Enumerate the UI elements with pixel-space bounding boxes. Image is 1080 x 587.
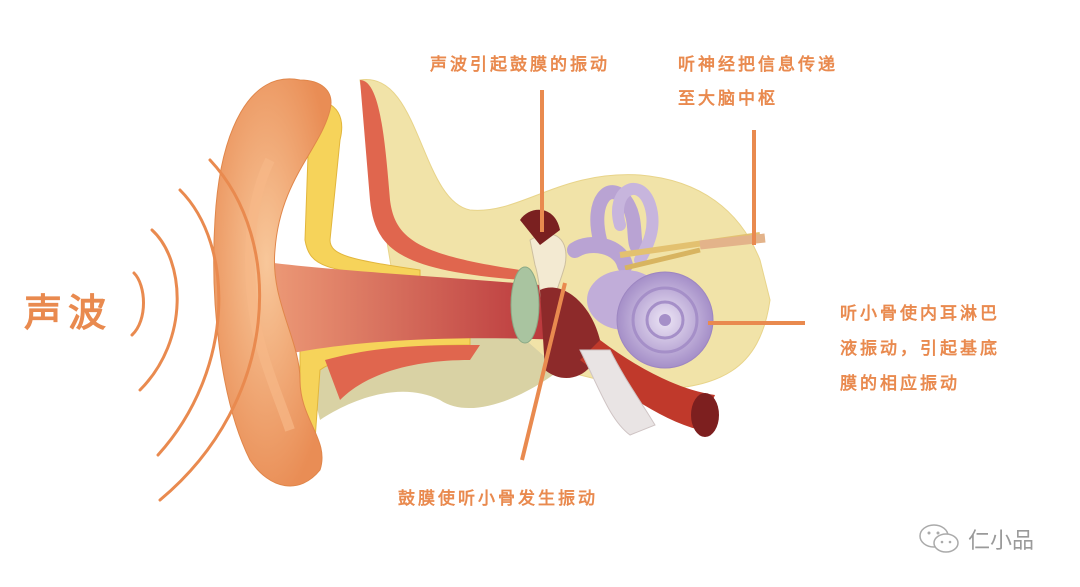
sound-wave-title: 声波 [24,291,113,335]
label-ossicles-line2: 液振动，引起基底 [840,339,1000,359]
watermark: 仁小品 [918,522,1034,556]
wechat-icon [919,524,959,553]
leader-lines [520,90,805,461]
label-ossicles-line1: 听小骨使内耳淋巴 [840,304,1000,324]
sound-waves-icon [130,158,262,502]
label-nerve-line2: 至大脑中枢 [678,89,778,109]
watermark-text: 仁小品 [968,529,1035,554]
label-eardrum-ossicles: 鼓膜使听小骨发生振动 [398,489,598,509]
label-eardrum-vibration: 声波引起鼓膜的振动 [430,55,610,75]
label-ossicles-line3: 膜的相应振动 [840,374,960,394]
label-nerve-line1: 听神经把信息传递 [678,55,838,75]
